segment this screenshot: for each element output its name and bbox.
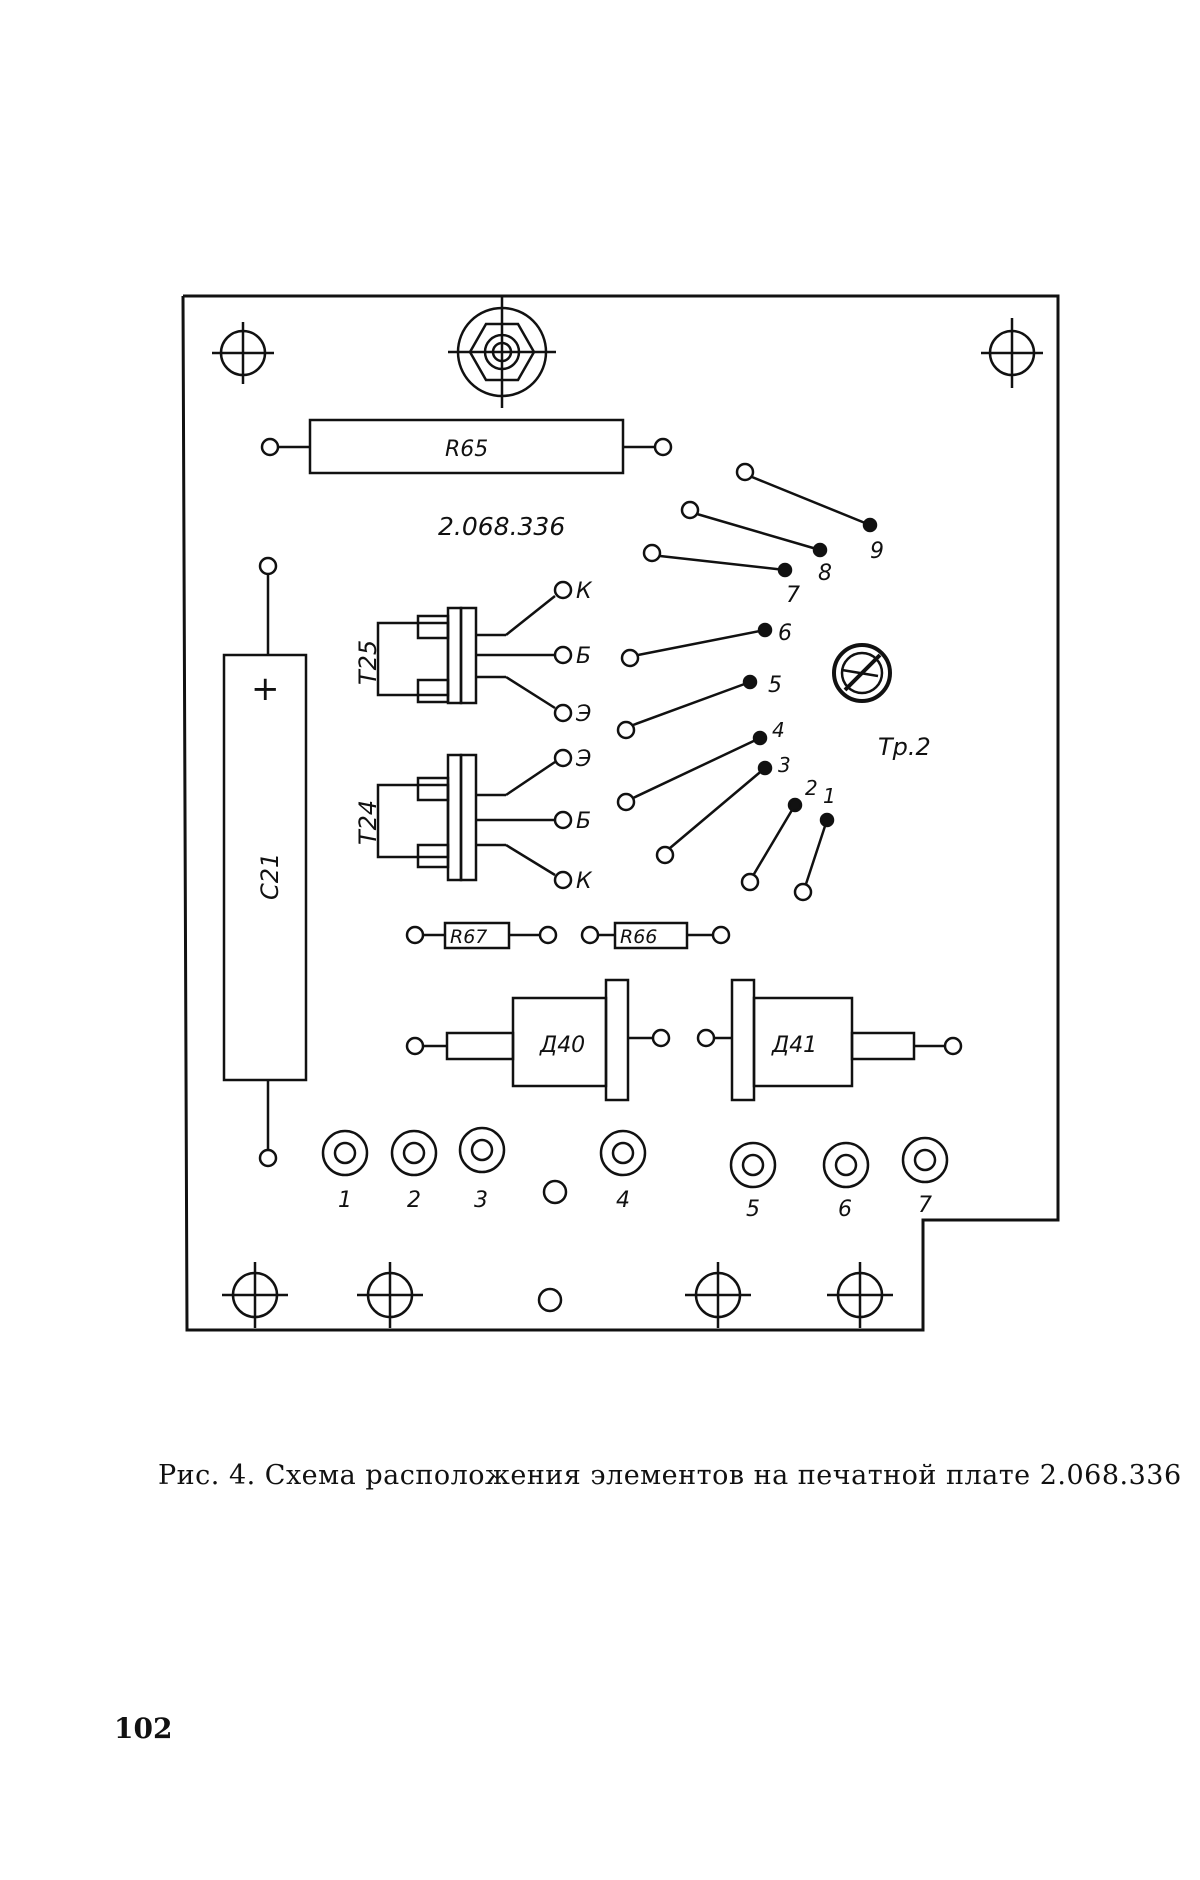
t24-pin-label: К (576, 869, 593, 894)
d41-label: Д41 (771, 1033, 817, 1058)
terminal-label: 7 (918, 1193, 932, 1218)
t24-pin-label: Б (576, 809, 591, 834)
c21-label: C21 (256, 853, 284, 900)
transformer-pin-label: 1 (823, 784, 836, 808)
mounting-hole-top-right (981, 318, 1043, 388)
transformer-pin-label: 2 (805, 776, 818, 800)
terminal-label: 4 (616, 1188, 630, 1213)
terminal-label: 3 (474, 1188, 488, 1213)
mounting-hole-bottom-4 (827, 1262, 893, 1328)
terminal-label: 2 (407, 1188, 421, 1213)
r65-label: R65 (445, 437, 488, 462)
r66-label: R66 (620, 926, 657, 948)
mounting-hole-bottom-2 (357, 1262, 423, 1328)
transformer-pin-label: 9 (870, 539, 884, 564)
t25-pin-label: К (576, 579, 593, 604)
terminal-label: 5 (746, 1197, 760, 1222)
mounting-hole-top-left (212, 322, 274, 384)
mounting-hole-bottom-3 (685, 1262, 751, 1328)
diode-d40 (407, 980, 669, 1100)
transformer-pin-label: 8 (818, 561, 832, 586)
transformer-tr2 (685, 493, 1039, 857)
pcb-layout-diagram: 2.068.336 R65 R67 R66 + C21 T25 T24 Д40 … (0, 0, 1200, 1400)
r67-label: R67 (450, 926, 487, 948)
transformer-pin-label: 4 (772, 718, 785, 742)
transistor-t25 (378, 582, 571, 721)
t24-pin-label: Э (575, 747, 591, 772)
nut-assembly (448, 296, 556, 408)
diode-d41 (698, 980, 961, 1100)
transformer-pin-label: 7 (786, 583, 800, 608)
hole-bottom-center (539, 1289, 561, 1311)
terminal-label: 1 (338, 1188, 352, 1213)
transistor-t24 (378, 750, 571, 888)
board-code-label: 2.068.336 (438, 512, 565, 541)
page-number: 102 (114, 1712, 172, 1745)
t25-label: T25 (354, 640, 382, 685)
transformer-pin-label: 6 (778, 621, 792, 646)
transformer-pin-label: 5 (768, 673, 782, 698)
terminal-label: 6 (838, 1197, 852, 1222)
t24-label: T24 (354, 800, 382, 845)
mounting-hole-bottom-1 (222, 1262, 288, 1328)
transformer-pin-label: 3 (778, 753, 791, 777)
c21-polarity-label: + (251, 669, 280, 709)
d40-label: Д40 (539, 1033, 585, 1058)
figure-caption: Рис. 4. Схема расположения элементов на … (158, 1460, 1118, 1491)
tr2-label: Тр.2 (878, 733, 931, 761)
t25-pin-label: Э (575, 702, 591, 727)
t25-pin-label: Б (576, 644, 591, 669)
